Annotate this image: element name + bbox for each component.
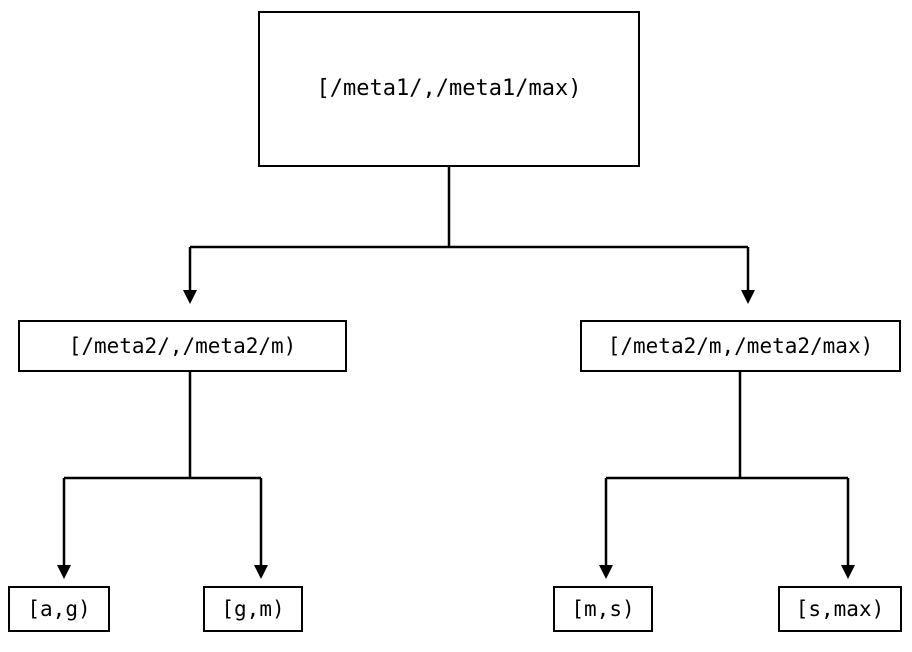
tree-node-root[interactable]: [/meta1/,/meta1/max) xyxy=(258,11,640,167)
tree-node-leaf-g-m-label: [g,m) xyxy=(221,596,285,621)
tree-node-leaf-g-m[interactable]: [g,m) xyxy=(203,586,303,632)
tree-node-leaf-a-g-label: [a,g) xyxy=(27,596,91,621)
tree-node-root-label: [/meta1/,/meta1/max) xyxy=(316,76,582,101)
tree-node-leaf-m-s[interactable]: [m,s) xyxy=(553,586,653,632)
tree-node-mid-right-label: [/meta2/m,/meta2/max) xyxy=(607,333,874,358)
tree-node-mid-right[interactable]: [/meta2/m,/meta2/max) xyxy=(580,320,901,372)
tree-node-mid-left[interactable]: [/meta2/,/meta2/m) xyxy=(18,320,347,372)
tree-node-leaf-s-max[interactable]: [s,max) xyxy=(778,586,902,632)
tree-node-mid-left-label: [/meta2/,/meta2/m) xyxy=(68,333,297,358)
tree-node-leaf-a-g[interactable]: [a,g) xyxy=(8,586,110,632)
tree-node-leaf-m-s-label: [m,s) xyxy=(571,596,635,621)
tree-node-leaf-s-max-label: [s,max) xyxy=(795,596,885,621)
